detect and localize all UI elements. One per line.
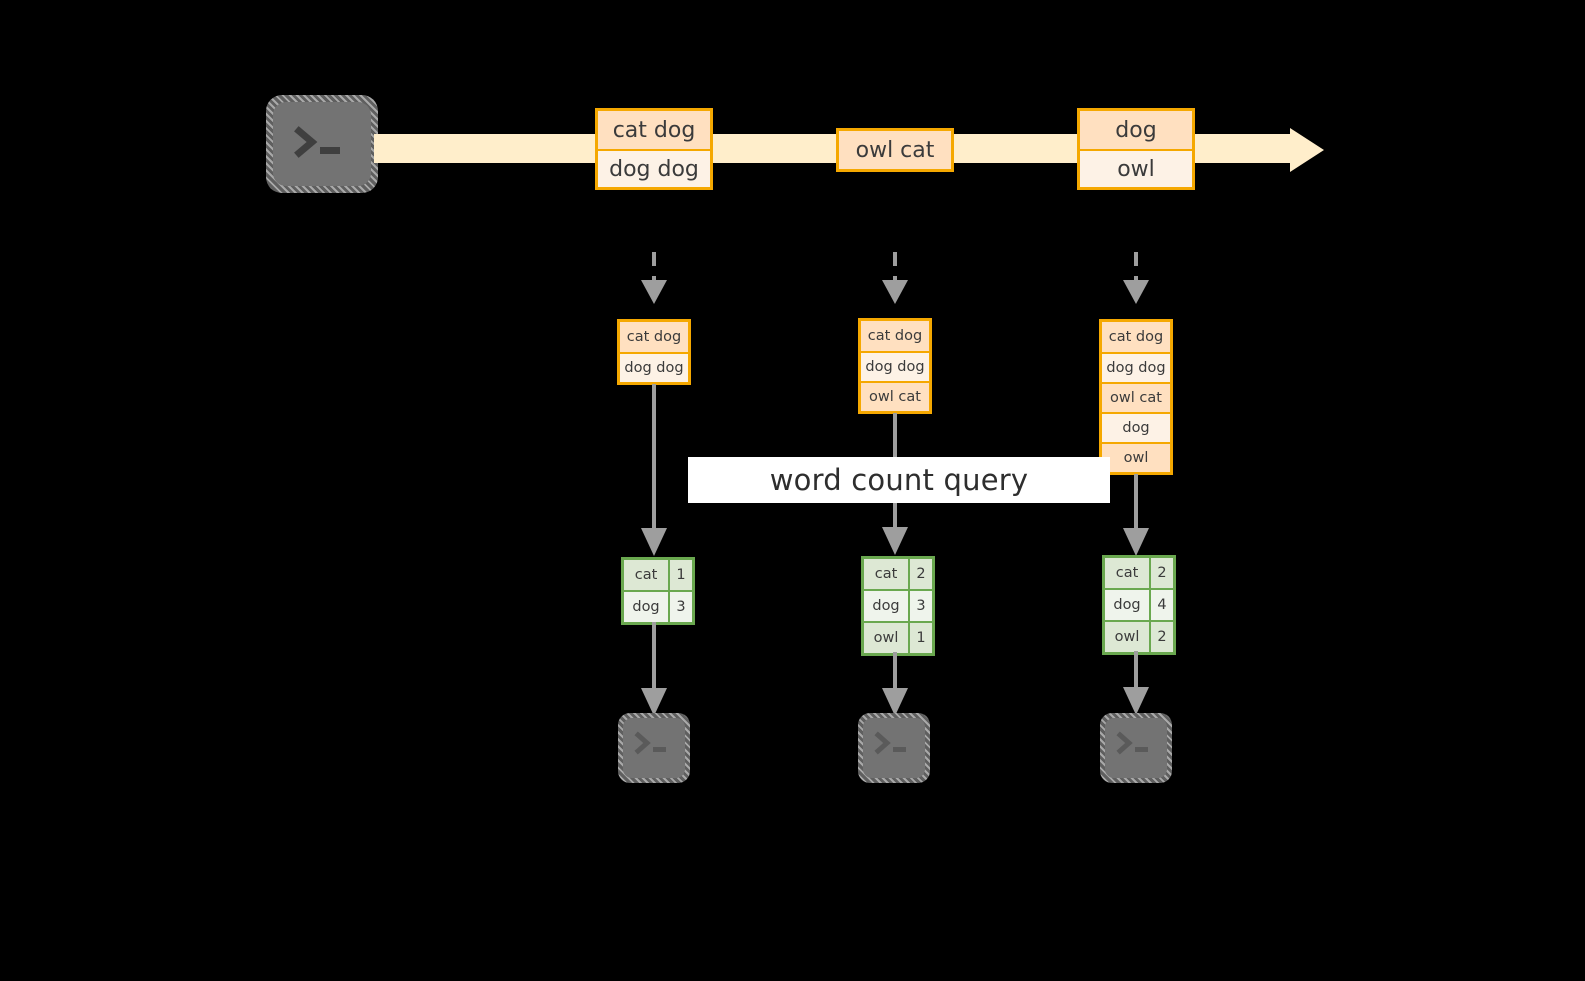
input-row: dog dog bbox=[861, 351, 929, 381]
count-value: 2 bbox=[1149, 558, 1173, 588]
record-line: cat dog bbox=[598, 111, 710, 149]
input-row: cat dog bbox=[620, 322, 688, 352]
count-word: cat bbox=[864, 559, 908, 589]
connector-snapshot-3-sink bbox=[1123, 651, 1149, 715]
stream-event-2[interactable]: owl cat bbox=[836, 128, 954, 172]
source-terminal-icon bbox=[266, 95, 378, 193]
terminal-prompt-glyph bbox=[294, 126, 340, 158]
count-row: dog 4 bbox=[1105, 588, 1173, 620]
count-value: 1 bbox=[908, 623, 932, 653]
stream-arrowhead-icon bbox=[1290, 128, 1324, 172]
snapshot-1-sink-terminal-icon bbox=[618, 713, 690, 783]
input-row: owl bbox=[1102, 442, 1170, 472]
count-value: 3 bbox=[668, 592, 692, 622]
snapshot-2-result-table[interactable]: cat 2 dog 3 owl 1 bbox=[861, 556, 935, 656]
count-word: dog bbox=[624, 592, 668, 622]
input-row: cat dog bbox=[1102, 322, 1170, 352]
count-word: owl bbox=[864, 623, 908, 653]
connector-stream-to-snapshot-2 bbox=[882, 252, 908, 304]
count-value: 1 bbox=[668, 560, 692, 590]
count-row: cat 2 bbox=[864, 559, 932, 589]
count-value: 3 bbox=[908, 591, 932, 621]
count-value: 2 bbox=[908, 559, 932, 589]
query-label-band: word count query bbox=[688, 457, 1110, 503]
count-value: 4 bbox=[1149, 590, 1173, 620]
count-row: owl 1 bbox=[864, 621, 932, 653]
input-row: owl cat bbox=[1102, 382, 1170, 412]
snapshot-3-sink-terminal-icon bbox=[1100, 713, 1172, 783]
count-row: owl 2 bbox=[1105, 620, 1173, 652]
count-word: dog bbox=[1105, 590, 1149, 620]
connector-snapshot-1-query bbox=[641, 384, 667, 556]
count-word: owl bbox=[1105, 622, 1149, 652]
input-row: dog bbox=[1102, 412, 1170, 442]
record-line: owl bbox=[1080, 149, 1192, 187]
connector-stream-to-snapshot-3 bbox=[1123, 252, 1149, 304]
terminal-prompt-glyph bbox=[634, 731, 666, 755]
connector-stream-to-snapshot-1 bbox=[641, 252, 667, 304]
count-word: cat bbox=[624, 560, 668, 590]
stream-event-3[interactable]: dog owl bbox=[1077, 108, 1195, 190]
record-line: dog dog bbox=[598, 149, 710, 187]
terminal-prompt-glyph bbox=[874, 731, 906, 755]
terminal-prompt-glyph bbox=[1116, 731, 1148, 755]
stream-event-1[interactable]: cat dog dog dog bbox=[595, 108, 713, 190]
record-line: dog bbox=[1080, 111, 1192, 149]
count-row: dog 3 bbox=[624, 590, 692, 622]
input-row: owl cat bbox=[861, 381, 929, 411]
terminal-screen bbox=[273, 102, 371, 186]
count-word: cat bbox=[1105, 558, 1149, 588]
query-label-text: word count query bbox=[769, 463, 1029, 497]
count-word: dog bbox=[864, 591, 908, 621]
snapshot-3-input-table[interactable]: cat dog dog dog owl cat dog owl bbox=[1099, 319, 1173, 475]
input-row: cat dog bbox=[861, 321, 929, 351]
count-row: cat 1 bbox=[624, 560, 692, 590]
count-row: cat 2 bbox=[1105, 558, 1173, 588]
snapshot-2-sink-terminal-icon bbox=[858, 713, 930, 783]
input-row: dog dog bbox=[1102, 352, 1170, 382]
connector-snapshot-3-query bbox=[1123, 474, 1149, 556]
snapshot-1-input-table[interactable]: cat dog dog dog bbox=[617, 319, 691, 385]
count-value: 2 bbox=[1149, 622, 1173, 652]
snapshot-2-input-table[interactable]: cat dog dog dog owl cat bbox=[858, 318, 932, 414]
snapshot-3-result-table[interactable]: cat 2 dog 4 owl 2 bbox=[1102, 555, 1176, 655]
connector-snapshot-2-sink bbox=[882, 652, 908, 716]
snapshot-1-result-table[interactable]: cat 1 dog 3 bbox=[621, 557, 695, 625]
connector-snapshot-1-sink bbox=[641, 622, 667, 716]
record-line: owl cat bbox=[839, 131, 951, 169]
input-row: dog dog bbox=[620, 352, 688, 382]
count-row: dog 3 bbox=[864, 589, 932, 621]
